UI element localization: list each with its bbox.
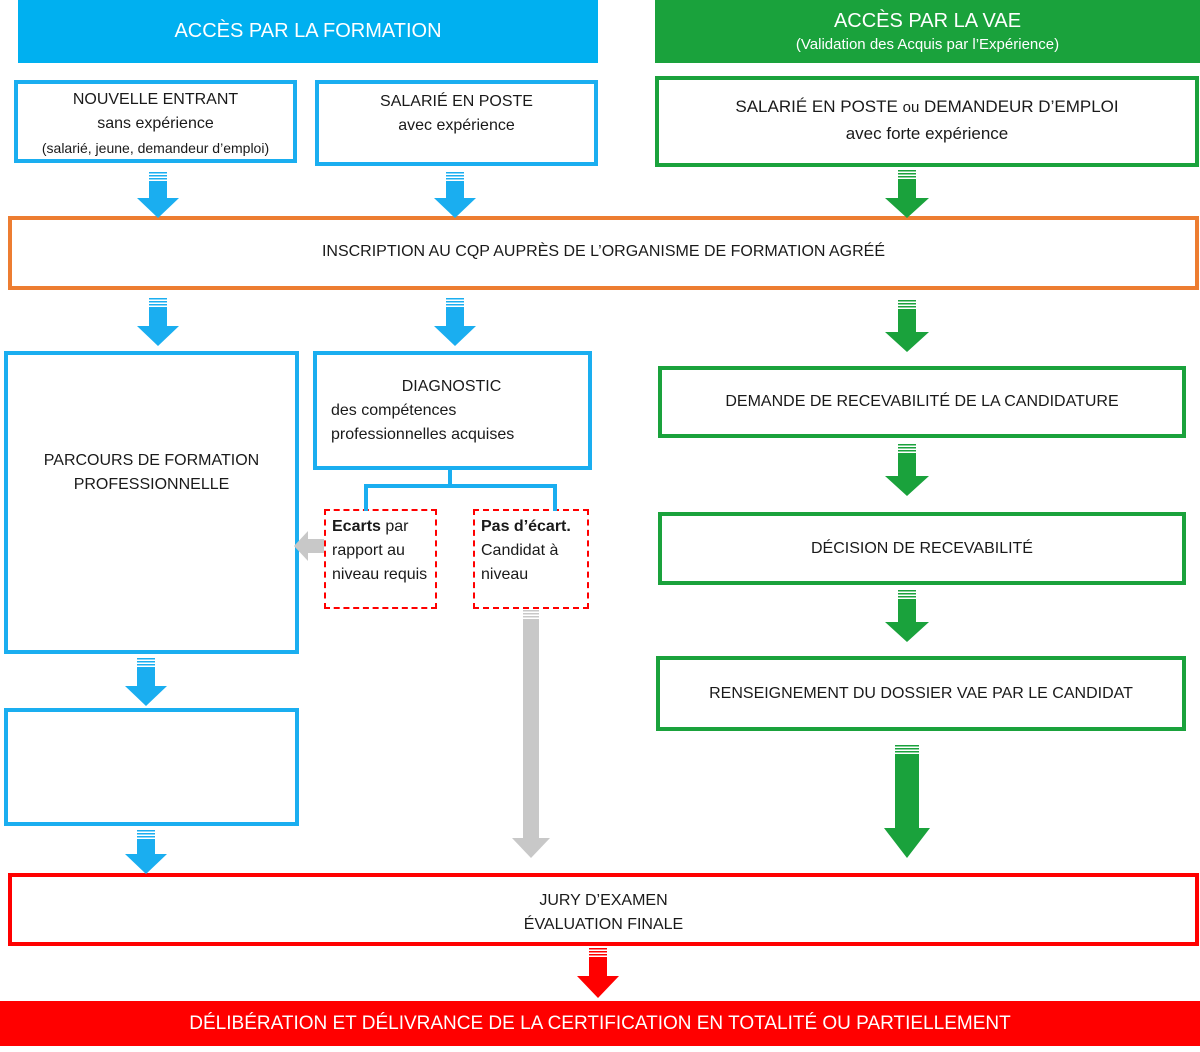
pas-ecart-box: Pas d’écart. Candidat à niveau [473,509,589,609]
arrow-demande-decision [885,444,929,496]
salarie-formation-box: SALARIÉ EN POSTE avec expérience [315,80,598,166]
vae-title: ACCÈS PAR LA VAE [833,9,1022,32]
decision-text: DÉCISION DE RECEVABILITÉ [811,539,1033,557]
arrow-decision-dossier [885,590,929,642]
salarie-line1: SALARIÉ EN POSTE [380,93,533,110]
vae-subtitle: (Validation des Acquis par l’Expérience) [795,35,1060,53]
formation-title: ACCÈS PAR LA FORMATION [174,20,442,42]
arrow-salarie-down [434,172,476,218]
dossier-vae-box: RENSEIGNEMENT DU DOSSIER VAE PAR LE CAND… [656,656,1186,731]
vae-salarie-line1-a: SALARIÉ EN POSTE [735,97,903,116]
arrow-dossier-jury [884,745,930,858]
demande-recevabilite-box: DEMANDE DE RECEVABILITÉ DE LA CANDIDATUR… [658,366,1186,438]
vae-salarie-line1-c: DEMANDEUR D’EMPLOI [919,97,1119,116]
nouvelle-entrant-box: NOUVELLE ENTRANT sans expérience (salari… [14,80,297,163]
arrow-vae-salarie-down [885,170,929,218]
entrant-line1: NOUVELLE ENTRANT [72,91,239,108]
pas-ecart-bold: Pas d’écart. [481,518,571,535]
arrow-entrant-down [137,172,179,218]
demande-text: DEMANDE DE RECEVABILITÉ DE LA CANDIDATUR… [725,393,1119,410]
ecarts-bold: Ecarts [332,518,381,535]
salarie-line2: avec expérience [398,117,515,134]
diagnostic-line2: des compétences [331,402,457,419]
deliberation-text: DÉLIBÉRATION ET DÉLIVRANCE DE LA CERTIFI… [189,1012,1011,1034]
parcours-line2: PROFESSIONNELLE [73,476,230,493]
inscription-box: INSCRIPTION AU CQP AUPRÈS DE L’ORGANISME… [8,216,1199,290]
salarie-vae-box: SALARIÉ EN POSTE ou DEMANDEUR D’EMPLOI a… [655,76,1199,167]
decision-recevabilite-box: DÉCISION DE RECEVABILITÉ [658,512,1186,585]
vae-salarie-line1: SALARIÉ EN POSTE ou DEMANDEUR D’EMPLOI [735,94,1118,121]
diagnostic-line3: professionnelles acquises [331,426,515,443]
arrow-ecarts-parcours [294,531,324,561]
arrow-pas-ecart-jury [512,610,550,858]
jury-line2: ÉVALUATION FINALE [523,915,684,933]
vae-salarie-line1-or: ou [902,99,920,116]
arrow-jury-deliberation [577,948,619,998]
dossier-text: RENSEIGNEMENT DU DOSSIER VAE PAR LE CAND… [709,684,1133,702]
entrant-line2: sans expérience [97,115,214,132]
diagnostic-line1: DIAGNOSTIC [401,378,502,395]
empty-formation-box [4,708,299,826]
formation-banner: ACCÈS PAR LA FORMATION [18,0,598,63]
vae-salarie-line2: avec forte expérience [845,124,1009,143]
parcours-line1: PARCOURS DE FORMATION [43,452,260,469]
arrow-box-jury [125,830,167,874]
parcours-box: PARCOURS DE FORMATION PROFESSIONNELLE [4,351,299,654]
diagnostic-bracket [364,470,557,511]
jury-line1: JURY D’EXAMEN [539,891,668,909]
inscription-text: INSCRIPTION AU CQP AUPRÈS DE L’ORGANISME… [321,243,886,260]
vae-banner: ACCÈS PAR LA VAE (Validation des Acquis … [655,0,1200,63]
deliberation-banner: DÉLIBÉRATION ET DÉLIVRANCE DE LA CERTIFI… [0,1001,1200,1046]
jury-box: JURY D’EXAMEN ÉVALUATION FINALE [8,873,1199,946]
ecarts-box: Ecarts par rapport au niveau requis [324,509,437,609]
diagnostic-box: DIAGNOSTIC des compétences professionnel… [313,351,592,470]
arrow-inscription-diagnostic [434,298,476,346]
arrow-inscription-demande [885,300,929,352]
arrow-inscription-parcours [137,298,179,346]
arrow-parcours-down [125,658,167,706]
pas-ecart-rest: Candidat à niveau [481,542,559,583]
ecarts-rest: par rapport au niveau requis [332,518,428,583]
entrant-line3: (salarié, jeune, demandeur d’emploi) [41,140,270,156]
